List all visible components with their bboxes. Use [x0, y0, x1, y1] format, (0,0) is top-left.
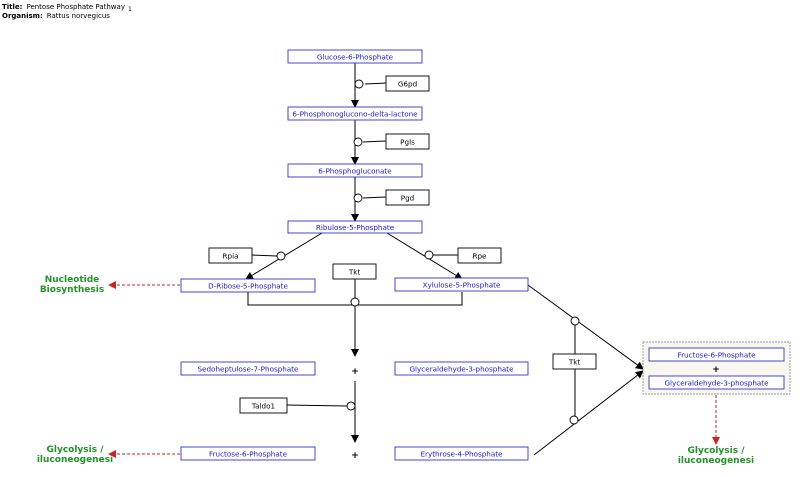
enzyme-tkt-second[interactable]: Tkt: [552, 353, 597, 370]
svg-text:Glycolysis /: Glycolysis /: [687, 446, 745, 456]
catalysis-node-tkt: [350, 297, 360, 307]
svg-text:Sedoheptulose-7-Phosphate: Sedoheptulose-7-Phosphate: [198, 365, 300, 374]
external-pathway-glycolysis-left[interactable]: Glycolysis / iluconeogenesi: [37, 445, 113, 465]
catalysis-link-rpia: [251, 254, 278, 257]
organism-label: Organism:: [2, 12, 43, 20]
svg-text:Fructose-6-Phosphate: Fructose-6-Phosphate: [209, 450, 288, 459]
organism-value: Rattus norvegicus: [46, 12, 110, 20]
enzyme-pgd[interactable]: Pgd: [385, 189, 430, 206]
svg-text:6-Phosphogluconate: 6-Phosphogluconate: [318, 167, 392, 176]
enzyme-tkt[interactable]: Tkt: [332, 263, 377, 280]
svg-text:iluconeogenesi: iluconeogenesi: [37, 455, 113, 465]
enzyme-g6pd[interactable]: G6pd: [385, 75, 430, 92]
svg-text:Glyceraldehyde-3-phosphate: Glyceraldehyde-3-phosphate: [409, 365, 514, 374]
svg-text:Erythrose-4-Phosphate: Erythrose-4-Phosphate: [420, 450, 503, 459]
metabolite-6-phosphogluconate[interactable]: 6-Phosphogluconate: [287, 163, 423, 178]
enzyme-rpe[interactable]: Rpe: [457, 247, 502, 264]
plus-sign: +: [351, 451, 359, 461]
catalysis-node-pgls: [353, 137, 363, 147]
svg-text:6-Phosphonoglucono-delta-lacto: 6-Phosphonoglucono-delta-lactone: [292, 110, 418, 119]
title-value: Pentose Phosphate Pathway: [26, 3, 125, 11]
svg-text:Rpia: Rpia: [223, 252, 239, 261]
organism-line: Organism:Rattus norvegicus: [2, 12, 110, 21]
metabolite-d-ribose-5-phosphate[interactable]: D-Ribose-5-Phosphate: [180, 278, 316, 293]
svg-text:Pgls: Pgls: [400, 138, 415, 147]
svg-text:Glucose-6-Phosphate: Glucose-6-Phosphate: [317, 53, 394, 62]
svg-text:Xylulose-5-Phosphate: Xylulose-5-Phosphate: [423, 281, 501, 290]
svg-text:Nucleotide: Nucleotide: [45, 275, 100, 285]
metabolite-xylulose-5-phosphate[interactable]: Xylulose-5-Phosphate: [394, 277, 529, 292]
svg-text:Fructose-6-Phosphate: Fructose-6-Phosphate: [677, 351, 756, 360]
metabolite-glucose-6-phosphate[interactable]: Glucose-6-Phosphate: [287, 49, 423, 64]
svg-text:iluconeogenesi: iluconeogenesi: [678, 456, 754, 466]
metabolite-erythrose-4-phosphate[interactable]: Erythrose-4-Phosphate: [394, 446, 529, 461]
metabolite-6-phosphonoglucono-delta-lactone[interactable]: 6-Phosphonoglucono-delta-lactone: [287, 106, 423, 121]
reaction-arrow-rpe: [386, 232, 463, 280]
svg-text:Tkt: Tkt: [348, 268, 361, 277]
external-pathway-glycolysis-right[interactable]: Glycolysis / iluconeogenesi: [678, 446, 754, 466]
metabolite-glyceraldehyde-3-phosphate-product[interactable]: Glyceraldehyde-3-phosphate: [648, 375, 785, 390]
catalysis-link-g6pd: [364, 82, 387, 85]
svg-text:D-Ribose-5-Phosphate: D-Ribose-5-Phosphate: [208, 282, 288, 291]
catalysis-link-pgls: [362, 140, 387, 143]
svg-text:Biosynthesis: Biosynthesis: [40, 285, 104, 295]
catalysis-node-g6pd: [354, 79, 364, 89]
catalysis-node-rpe: [424, 250, 434, 260]
metabolite-fructose-6-phosphate[interactable]: Fructose-6-Phosphate: [180, 446, 316, 461]
reaction-arrow-tkt2-lower: [533, 370, 644, 456]
title-label: Title:: [2, 3, 23, 11]
enzyme-rpia[interactable]: Rpia: [208, 247, 253, 264]
svg-text:Tkt: Tkt: [568, 358, 581, 367]
svg-text:G6pd: G6pd: [398, 80, 417, 89]
metabolite-sedoheptulose-7-phosphate[interactable]: Sedoheptulose-7-Phosphate: [180, 361, 316, 376]
svg-text:Pgd: Pgd: [401, 194, 414, 203]
plus-sign: +: [351, 367, 359, 377]
metabolite-fructose-6-phosphate-product[interactable]: Fructose-6-Phosphate: [648, 347, 785, 362]
title-superscript: 1: [127, 6, 132, 13]
catalysis-link-pgd: [362, 196, 387, 199]
metabolite-glyceraldehyde-3-phosphate[interactable]: Glyceraldehyde-3-phosphate: [394, 361, 529, 376]
catalysis-node-tkt2-lower: [569, 415, 579, 425]
catalysis-link-taldo1: [286, 404, 348, 407]
svg-text:Taldo1: Taldo1: [251, 402, 275, 411]
metabolite-ribulose-5-phosphate[interactable]: Ribulose-5-Phosphate: [287, 220, 423, 234]
external-pathway-nucleotide-biosynthesis[interactable]: Nucleotide Biosynthesis: [40, 275, 104, 295]
catalysis-node-taldo1: [346, 401, 356, 411]
catalysis-node-rpia: [276, 251, 286, 261]
catalysis-node-pgd: [353, 193, 363, 203]
enzyme-taldo1[interactable]: Taldo1: [239, 397, 288, 414]
svg-text:Glyceraldehyde-3-phosphate: Glyceraldehyde-3-phosphate: [664, 379, 769, 388]
plus-sign: +: [712, 365, 720, 375]
reaction-arrow-tkt2-upper: [527, 284, 644, 370]
enzyme-pgls[interactable]: Pgls: [385, 133, 430, 150]
svg-text:Ribulose-5-Phosphate: Ribulose-5-Phosphate: [316, 223, 395, 232]
catalysis-node-tkt2-upper: [570, 316, 580, 326]
svg-text:Rpe: Rpe: [473, 252, 488, 261]
svg-text:Glycolysis /: Glycolysis /: [46, 445, 104, 455]
